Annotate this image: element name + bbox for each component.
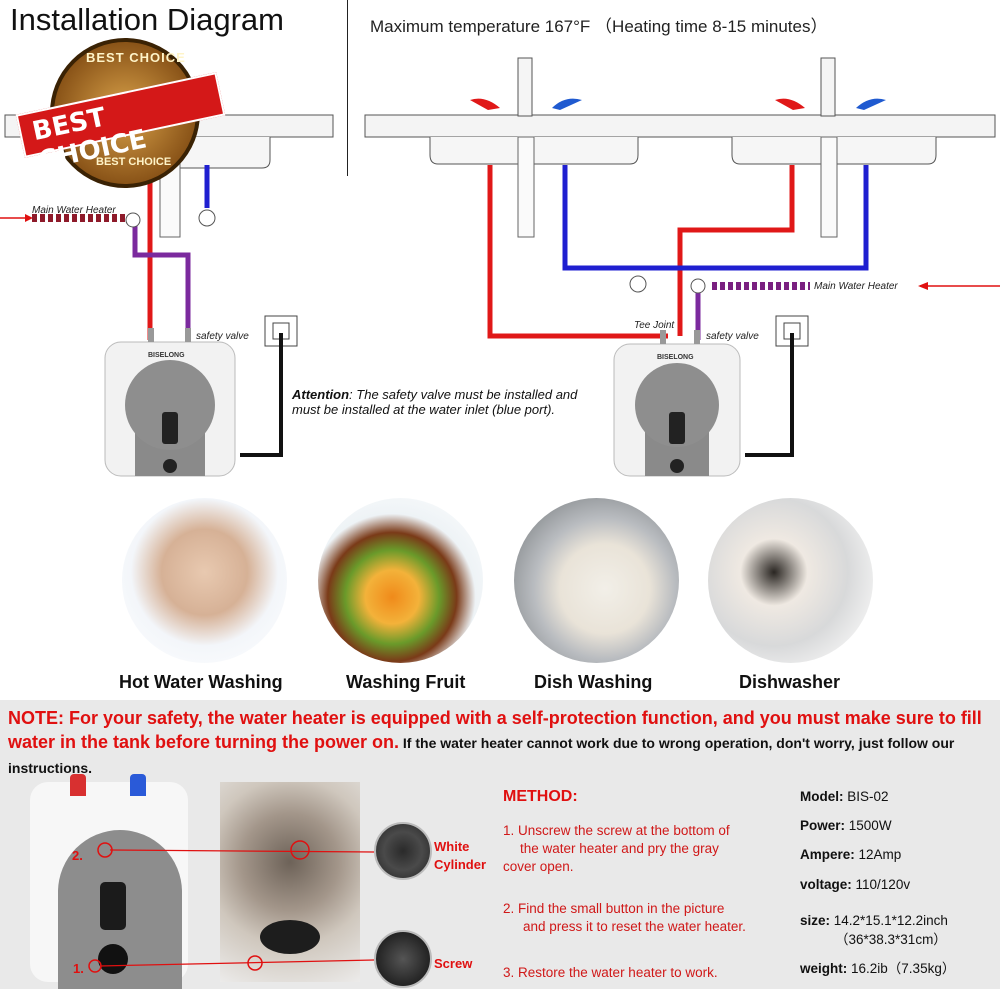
callout-lines	[88, 840, 375, 973]
hot-port-icon	[70, 774, 86, 796]
reset-knob	[260, 920, 320, 954]
heater-knob	[98, 944, 128, 974]
left-main-water-heater-label: Main Water Heater	[32, 205, 116, 216]
method-step3: 3. Restore the water heater to work.	[503, 965, 718, 980]
use-label-dishwasher: Dishwasher	[739, 672, 841, 692]
right-hot-pipe-2	[677, 165, 795, 336]
spec-voltage: voltage: 110/120v	[800, 876, 910, 894]
spec-size-value: 14.2*15.1*12.2inch	[833, 913, 948, 928]
left-inlet-pipe	[132, 225, 191, 340]
photo-hot-water-washing	[122, 498, 287, 663]
spec-power-value: 1500W	[848, 818, 892, 833]
right-countertop	[364, 114, 996, 138]
spec-ampere-label: Ampere:	[800, 847, 855, 862]
heater-display	[100, 882, 126, 930]
best-choice-badge: BEST CHOICE BEST CHOICE BEST CHOICE	[15, 38, 226, 193]
spec-ampere-value: 12Amp	[858, 847, 902, 862]
left-heater-knob	[163, 459, 177, 473]
use-label-hot-water-washing: Hot Water Washing	[119, 672, 283, 692]
method-step2-line2: and press it to reset the water heater.	[523, 919, 746, 934]
spec-model-label: Model:	[800, 789, 844, 804]
method-step1-line2: the water heater and pry the gray	[520, 841, 719, 856]
photo-washing-fruit	[318, 498, 483, 663]
method-step2-line1: 2. Find the small button in the picture	[503, 901, 725, 916]
attention-text: : The safety valve must be installed and…	[292, 387, 578, 417]
white-cylinder-label: White Cylinder	[434, 839, 487, 872]
badge-top-text: BEST CHOICE	[86, 50, 186, 65]
screw-zoom	[374, 930, 432, 988]
spec-model-value: BIS-02	[847, 789, 889, 804]
method-title: METHOD:	[503, 788, 578, 805]
max-temperature-text: Maximum temperature 167°F （Heating time …	[370, 17, 828, 36]
method-step1-line3: cover open.	[503, 859, 574, 874]
attention-label: Attention	[292, 387, 350, 402]
cold-port-icon	[130, 774, 146, 796]
safety-note-black: If the water heater cannot work due to w…	[8, 735, 955, 776]
spec-size-label: size:	[800, 913, 831, 928]
marker-1: 1.	[73, 961, 84, 976]
spec-voltage-value: 110/120v	[855, 877, 911, 892]
divider	[347, 0, 348, 176]
screw-label: Screw	[434, 956, 473, 971]
spec-size-metric: （36*38.3*31cm）	[835, 932, 947, 947]
photo-dishwasher	[708, 498, 873, 663]
left-safety-valve-label: safety valve	[196, 331, 249, 342]
left-brand-logo: BISELONG	[148, 352, 185, 359]
left-heater-display	[162, 412, 178, 444]
spec-power-label: Power:	[800, 818, 846, 833]
spec-weight-value: 16.2ib（7.35kg）	[851, 961, 956, 976]
right-safety-valve-label: safety valve	[706, 331, 759, 342]
use-label-washing-fruit: Washing Fruit	[346, 672, 466, 692]
spec-weight: weight: 16.2ib（7.35kg）	[800, 960, 955, 978]
tee-joint-label: Tee Joint	[634, 320, 675, 331]
right-main-water-heater-label: Main Water Heater	[814, 281, 898, 292]
spec-ampere: Ampere: 12Amp	[800, 846, 901, 864]
spec-size: size: 14.2*15.1*12.2inch	[800, 912, 948, 930]
right-brand-logo: BISELONG	[657, 354, 694, 361]
spec-model: Model: BIS-02	[800, 788, 889, 806]
right-hot-pipe-1	[487, 165, 668, 339]
hot-handle-icon	[470, 98, 500, 110]
white-cylinder-zoom	[374, 822, 432, 880]
tee-valve-icon	[629, 275, 647, 293]
spec-weight-label: weight:	[800, 961, 848, 976]
cold-handle-icon	[552, 98, 582, 110]
method-step1-line1: 1. Unscrew the screw at the bottom of	[503, 823, 730, 838]
marker-2: 2.	[72, 848, 83, 863]
right-heater-dashes	[710, 282, 810, 290]
safety-note-red: NOTE: For your safety, the water heater …	[8, 708, 982, 752]
spec-power: Power: 1500W	[800, 817, 892, 835]
photo-dish-washing	[514, 498, 679, 663]
safety-note: NOTE: For your safety, the water heater …	[8, 706, 998, 780]
left-heater-dashes	[30, 214, 125, 222]
attention-note: Attention: The safety valve must be inst…	[292, 387, 602, 417]
left-inlet-valve-icon	[125, 212, 141, 228]
use-label-dish-washing: Dish Washing	[534, 672, 653, 692]
left-power-cord	[240, 333, 283, 457]
spec-voltage-label: voltage:	[800, 877, 852, 892]
badge-bottom-text: BEST CHOICE	[96, 156, 172, 168]
right-power-cord	[745, 333, 794, 457]
left-valve-icon	[198, 209, 216, 227]
page-title: Installation Diagram	[10, 2, 284, 37]
right-cold-pipe	[562, 165, 869, 271]
